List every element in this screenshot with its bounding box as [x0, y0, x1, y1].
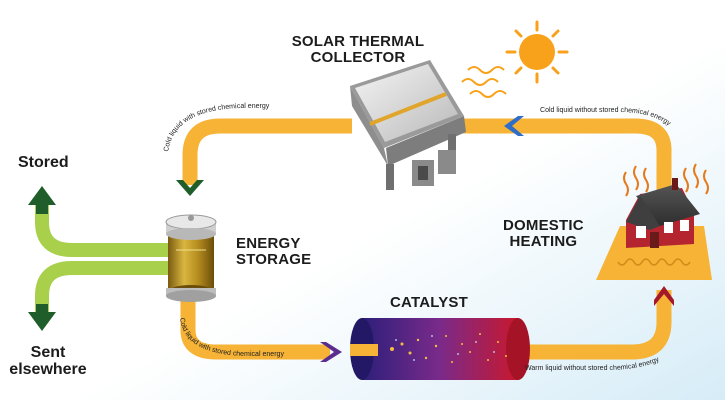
energy-storage-line-1: ENERGY — [236, 235, 301, 252]
domestic-heating-line-1: DOMESTIC — [503, 217, 584, 234]
house-icon — [596, 178, 712, 280]
house-heat-waves-icon — [623, 163, 709, 197]
sent-elsewhere-label: Sent elsewhere — [8, 344, 88, 379]
catalyst-cylinder — [350, 318, 530, 380]
energy-storage-label: ENERGY STORAGE — [236, 236, 311, 268]
heat-waves-icon — [461, 66, 507, 98]
domestic-heating-line-2: HEATING — [509, 232, 578, 250]
domestic-heating-label: DOMESTIC HEATING — [503, 218, 584, 250]
down-chevron-icon — [176, 180, 204, 196]
solar-collector — [350, 60, 466, 190]
stored-arrow-icon — [28, 186, 56, 214]
right-chevron-icon — [320, 342, 342, 362]
left-chevron-icon — [504, 116, 524, 136]
green-branches — [35, 200, 168, 312]
flow-loop — [180, 118, 672, 360]
energy-storage-line-2: STORAGE — [236, 250, 312, 268]
sun-icon — [505, 20, 569, 84]
sent-line-2: elsewhere — [9, 360, 87, 378]
sent-line-1: Sent — [30, 344, 66, 361]
stored-label: Stored — [18, 154, 69, 171]
solar-title-line-2: COLLECTOR — [310, 48, 406, 66]
sent-arrow-icon — [28, 304, 56, 331]
energy-storage-cylinder — [165, 214, 217, 302]
catalyst-label: CATALYST — [390, 294, 468, 311]
solar-collector-label: SOLAR THERMAL COLLECTOR — [278, 34, 438, 66]
solar-title-line-1: SOLAR THERMAL — [291, 33, 425, 50]
up-chevron-icon — [654, 286, 674, 306]
